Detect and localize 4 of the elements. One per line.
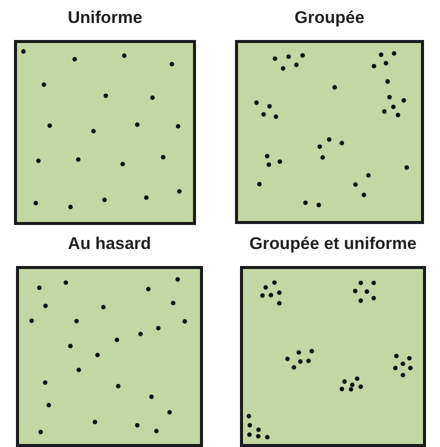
panel-title: Groupée et uniforme [248, 234, 418, 254]
panel-title: Au hasard [66, 234, 152, 254]
panel-title: Groupée [294, 8, 366, 28]
panel-title: Uniforme [66, 8, 144, 28]
